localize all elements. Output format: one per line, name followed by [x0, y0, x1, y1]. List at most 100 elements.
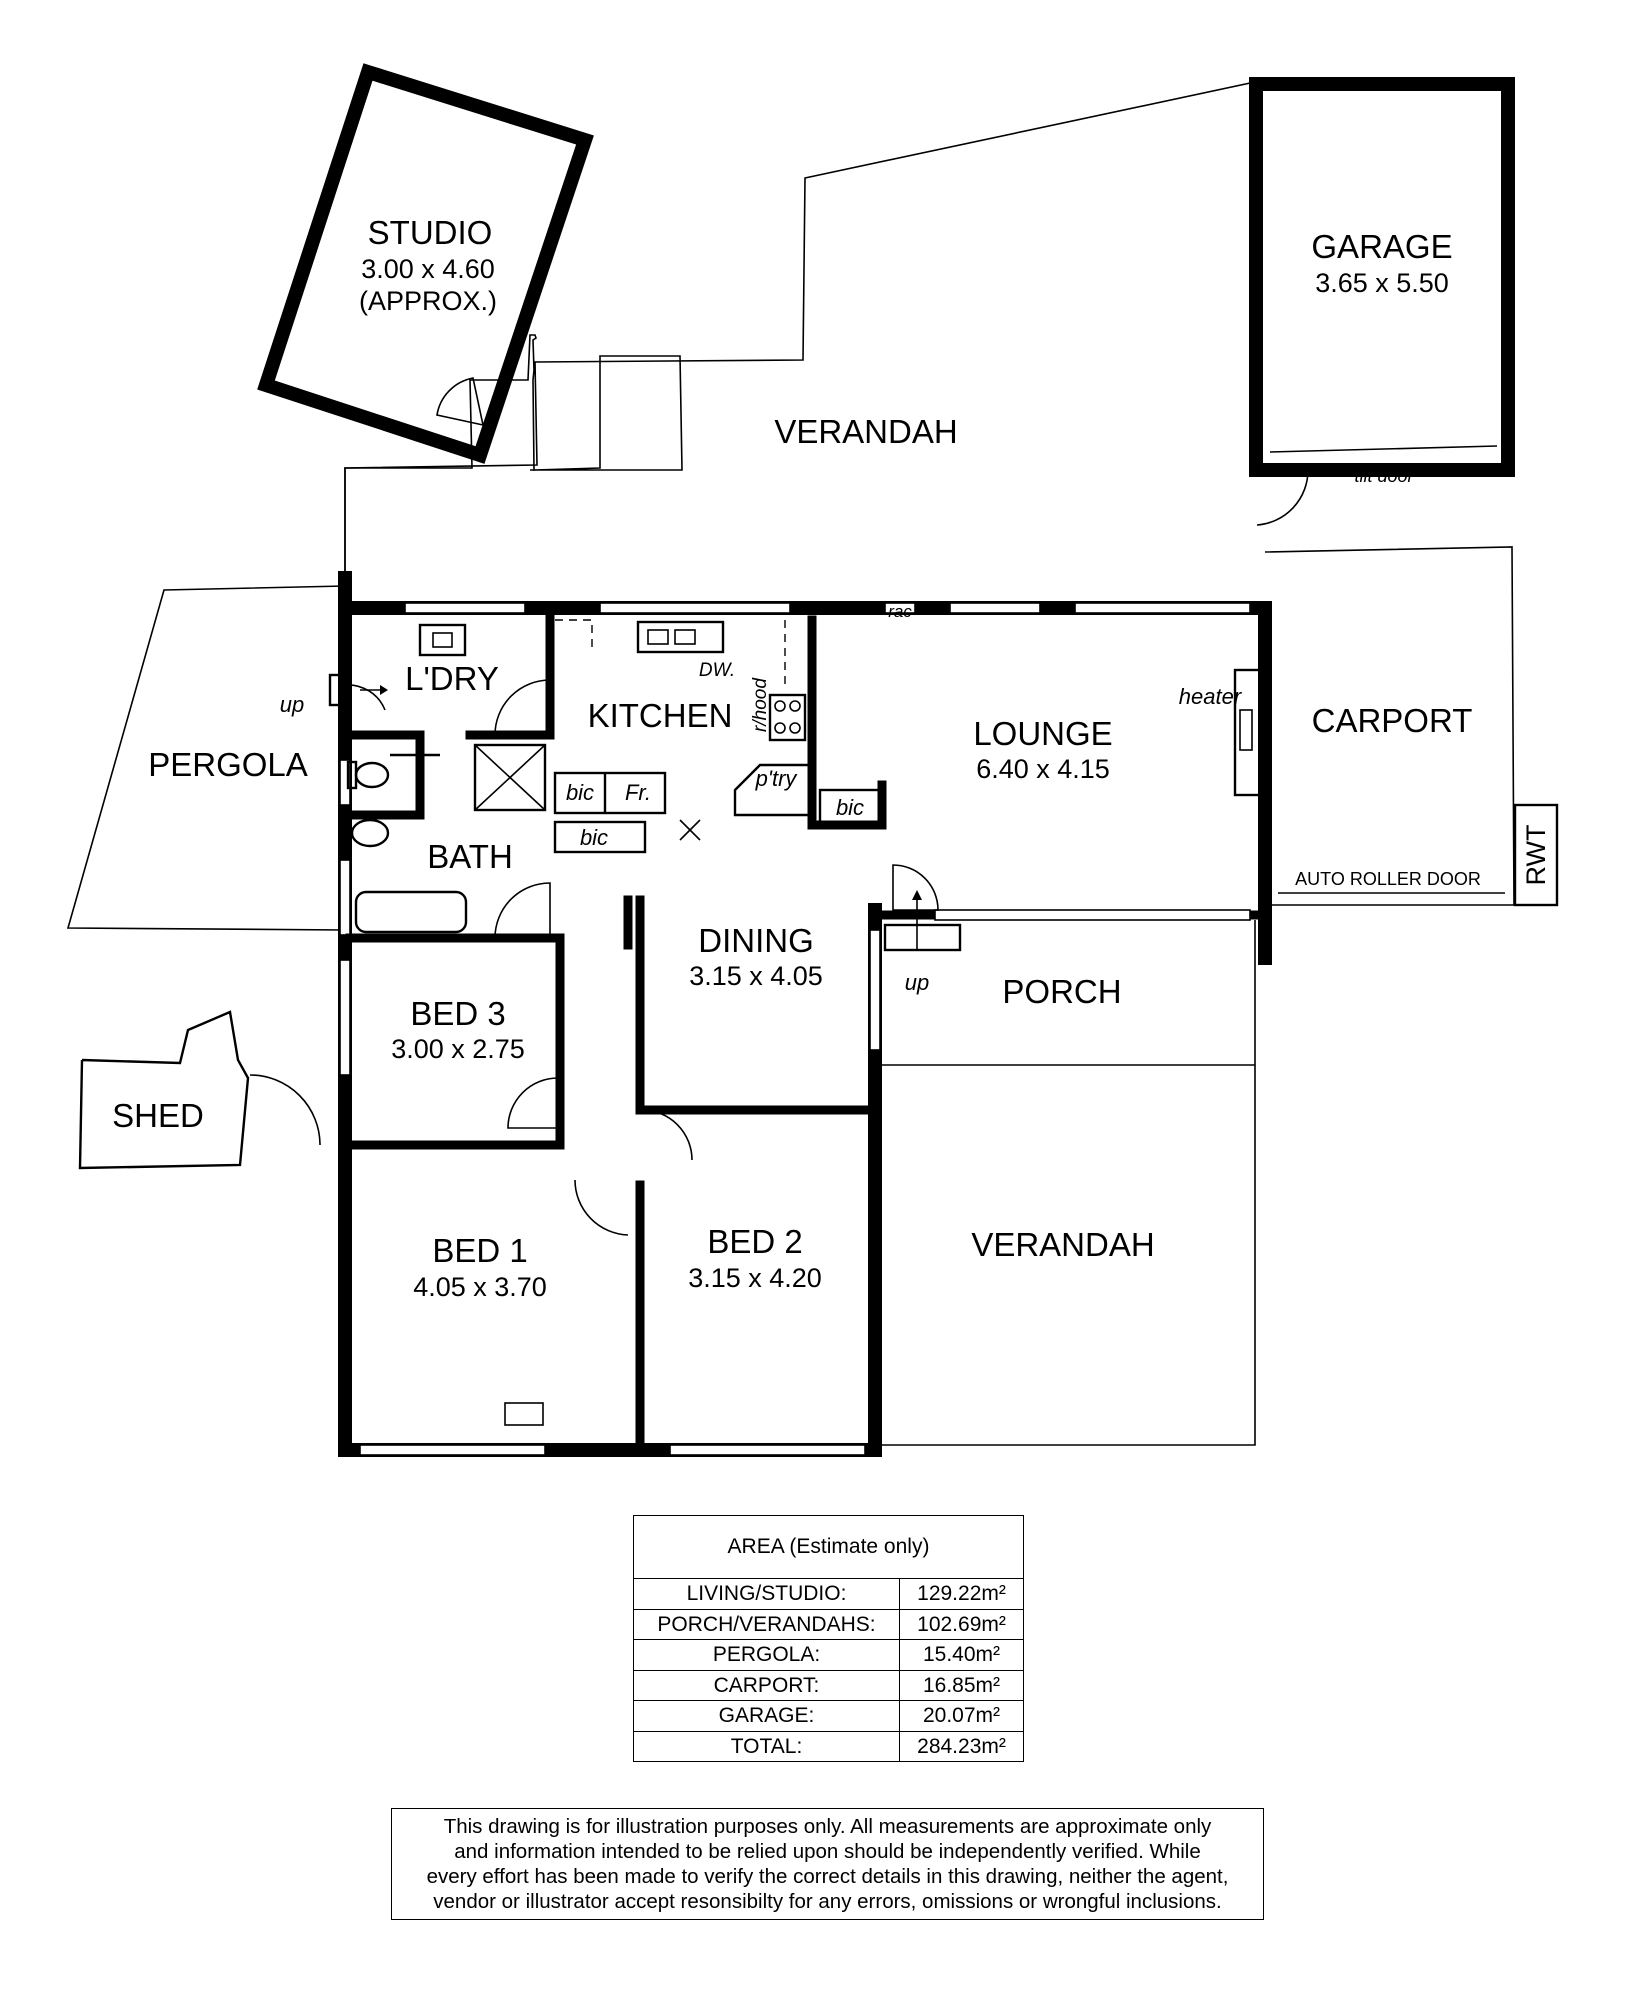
garage-label: GARAGE: [1311, 228, 1452, 265]
heater-label: heater: [1179, 684, 1243, 709]
window-wc: [339, 759, 351, 806]
burner-4: [789, 722, 801, 734]
area-row-value: 16.85m²: [922, 1673, 1001, 1697]
laundry-trough-bowl: [432, 632, 453, 648]
laundry-label: L'DRY: [405, 660, 499, 697]
bath-label: BATH: [427, 838, 513, 875]
area-row-label: LIVING/STUDIO:: [634, 1579, 900, 1609]
heater-inner: [1239, 709, 1253, 751]
rwt-label: RWT: [1521, 825, 1551, 886]
area-row: LIVING/STUDIO: 129.22m²: [634, 1579, 1023, 1610]
porch-step: [883, 923, 962, 952]
garage-walls: [1249, 77, 1515, 477]
kitchen-label: KITCHEN: [588, 697, 733, 734]
area-row-label: TOTAL:: [634, 1731, 900, 1761]
burner-1: [774, 700, 786, 712]
up-arrowhead-porch: [912, 890, 922, 900]
area-row: PORCH/VERANDAHS: 102.69m²: [634, 1609, 1023, 1640]
window-lounge-porch: [934, 909, 1251, 921]
garage-side-door: [1256, 469, 1309, 526]
rac-unit: [884, 602, 916, 614]
studio-door-swing: [436, 377, 485, 427]
bath-bic: [553, 820, 647, 854]
pergola-label: PERGOLA: [148, 746, 308, 783]
porch-outline: [882, 920, 1256, 1446]
window-lounge-2: [1074, 602, 1251, 614]
dw-label: DW.: [699, 660, 735, 681]
kitchen-door-arc-b: [679, 819, 701, 841]
toilet-cistern: [346, 760, 358, 790]
burner-3: [774, 722, 786, 734]
laundry-trough: [418, 623, 467, 657]
fridge-label: Fr.: [625, 780, 651, 805]
sink-bowl-1: [647, 629, 669, 645]
lounge-bic: [818, 788, 882, 827]
laundry-step: [328, 673, 352, 707]
studio-window-side: [519, 169, 571, 336]
bathtub: [354, 890, 468, 934]
toilet: [354, 761, 390, 789]
bed1-label: BED 1: [432, 1232, 527, 1269]
area-table-title: AREA (Estimate only): [634, 1516, 1023, 1579]
ac-unit: [504, 1402, 544, 1426]
bath-bic-label: bic: [580, 825, 608, 850]
heater: [1233, 668, 1267, 797]
bed2-label: BED 2: [707, 1223, 802, 1260]
disclaimer-line: and information intended to be relied up…: [454, 1840, 1201, 1863]
window-laundry: [404, 602, 526, 614]
area-row-value: 284.23m²: [917, 1734, 1006, 1758]
roller-door-label: AUTO ROLLER DOOR: [1295, 869, 1481, 889]
kitchen-bic-label: bic: [566, 780, 594, 805]
verandah-rear-boundary: [344, 81, 1256, 585]
door-bath: [494, 882, 551, 939]
disclaimer-line: This drawing is for illustration purpose…: [443, 1815, 1212, 1838]
window-lounge-1: [949, 602, 1041, 614]
carport-label: CARPORT: [1312, 702, 1473, 739]
window-bed2: [669, 1444, 866, 1456]
garage-dim: 3.65 x 5.50: [1315, 268, 1449, 298]
studio-note: (APPROX.): [359, 286, 497, 316]
area-row-value: 20.07m²: [922, 1704, 1001, 1727]
window-bed3: [339, 959, 351, 1076]
disclaimer-box: This drawing is for illustration purpose…: [391, 1808, 1264, 1920]
burner-2: [789, 700, 801, 712]
lounge-dim: 6.40 x 4.15: [976, 754, 1110, 784]
door-front: [892, 864, 939, 911]
window-kitchen: [599, 602, 791, 614]
door-bed1: [574, 1179, 629, 1236]
kitchen-upper-cabinet-1: [555, 619, 593, 650]
door-laundry: [494, 679, 551, 736]
dining-label: DINING: [698, 922, 814, 959]
verandah-rear-outline: [344, 334, 683, 585]
verandah-front-label: VERANDAH: [971, 1226, 1154, 1263]
shower-x2: [474, 744, 546, 811]
studio-window-top: [399, 81, 556, 131]
kitchen-bic-fridge: [553, 771, 667, 815]
garage-tilt-door: [1269, 445, 1498, 453]
basin: [350, 818, 390, 848]
bed3-label: BED 3: [410, 995, 505, 1032]
pantry: [733, 763, 810, 817]
disclaimer-line: every effort has been made to verify the…: [426, 1865, 1229, 1888]
area-row-label: PORCH/VERANDAHS:: [634, 1609, 900, 1639]
bed3-dim: 3.00 x 2.75: [391, 1034, 525, 1064]
rac-label: rac: [888, 602, 912, 621]
lounge-bic-label: bic: [836, 795, 864, 820]
area-row: GARAGE: 20.07m²: [634, 1701, 1023, 1732]
area-row-value: 15.40m²: [922, 1643, 1001, 1666]
area-row-total: TOTAL: 284.23m²: [634, 1731, 1023, 1761]
shed-outline: [78, 1010, 250, 1170]
area-row-value: 129.22m²: [917, 1582, 1006, 1605]
rhood-label: r/hood: [750, 677, 771, 732]
carport-outline: [1264, 546, 1515, 906]
area-row-label: PERGOLA:: [634, 1640, 900, 1670]
up-arrowhead-laundry: [380, 685, 388, 695]
porch-label: PORCH: [1002, 973, 1121, 1010]
door-shed: [249, 1074, 321, 1146]
area-row: PERGOLA: 15.40m²: [634, 1640, 1023, 1671]
bed2-dim: 3.15 x 4.20: [688, 1263, 822, 1293]
door-bed2: [641, 1109, 693, 1161]
studio-label: STUDIO: [368, 214, 493, 251]
area-row: CARPORT: 16.85m²: [634, 1670, 1023, 1701]
